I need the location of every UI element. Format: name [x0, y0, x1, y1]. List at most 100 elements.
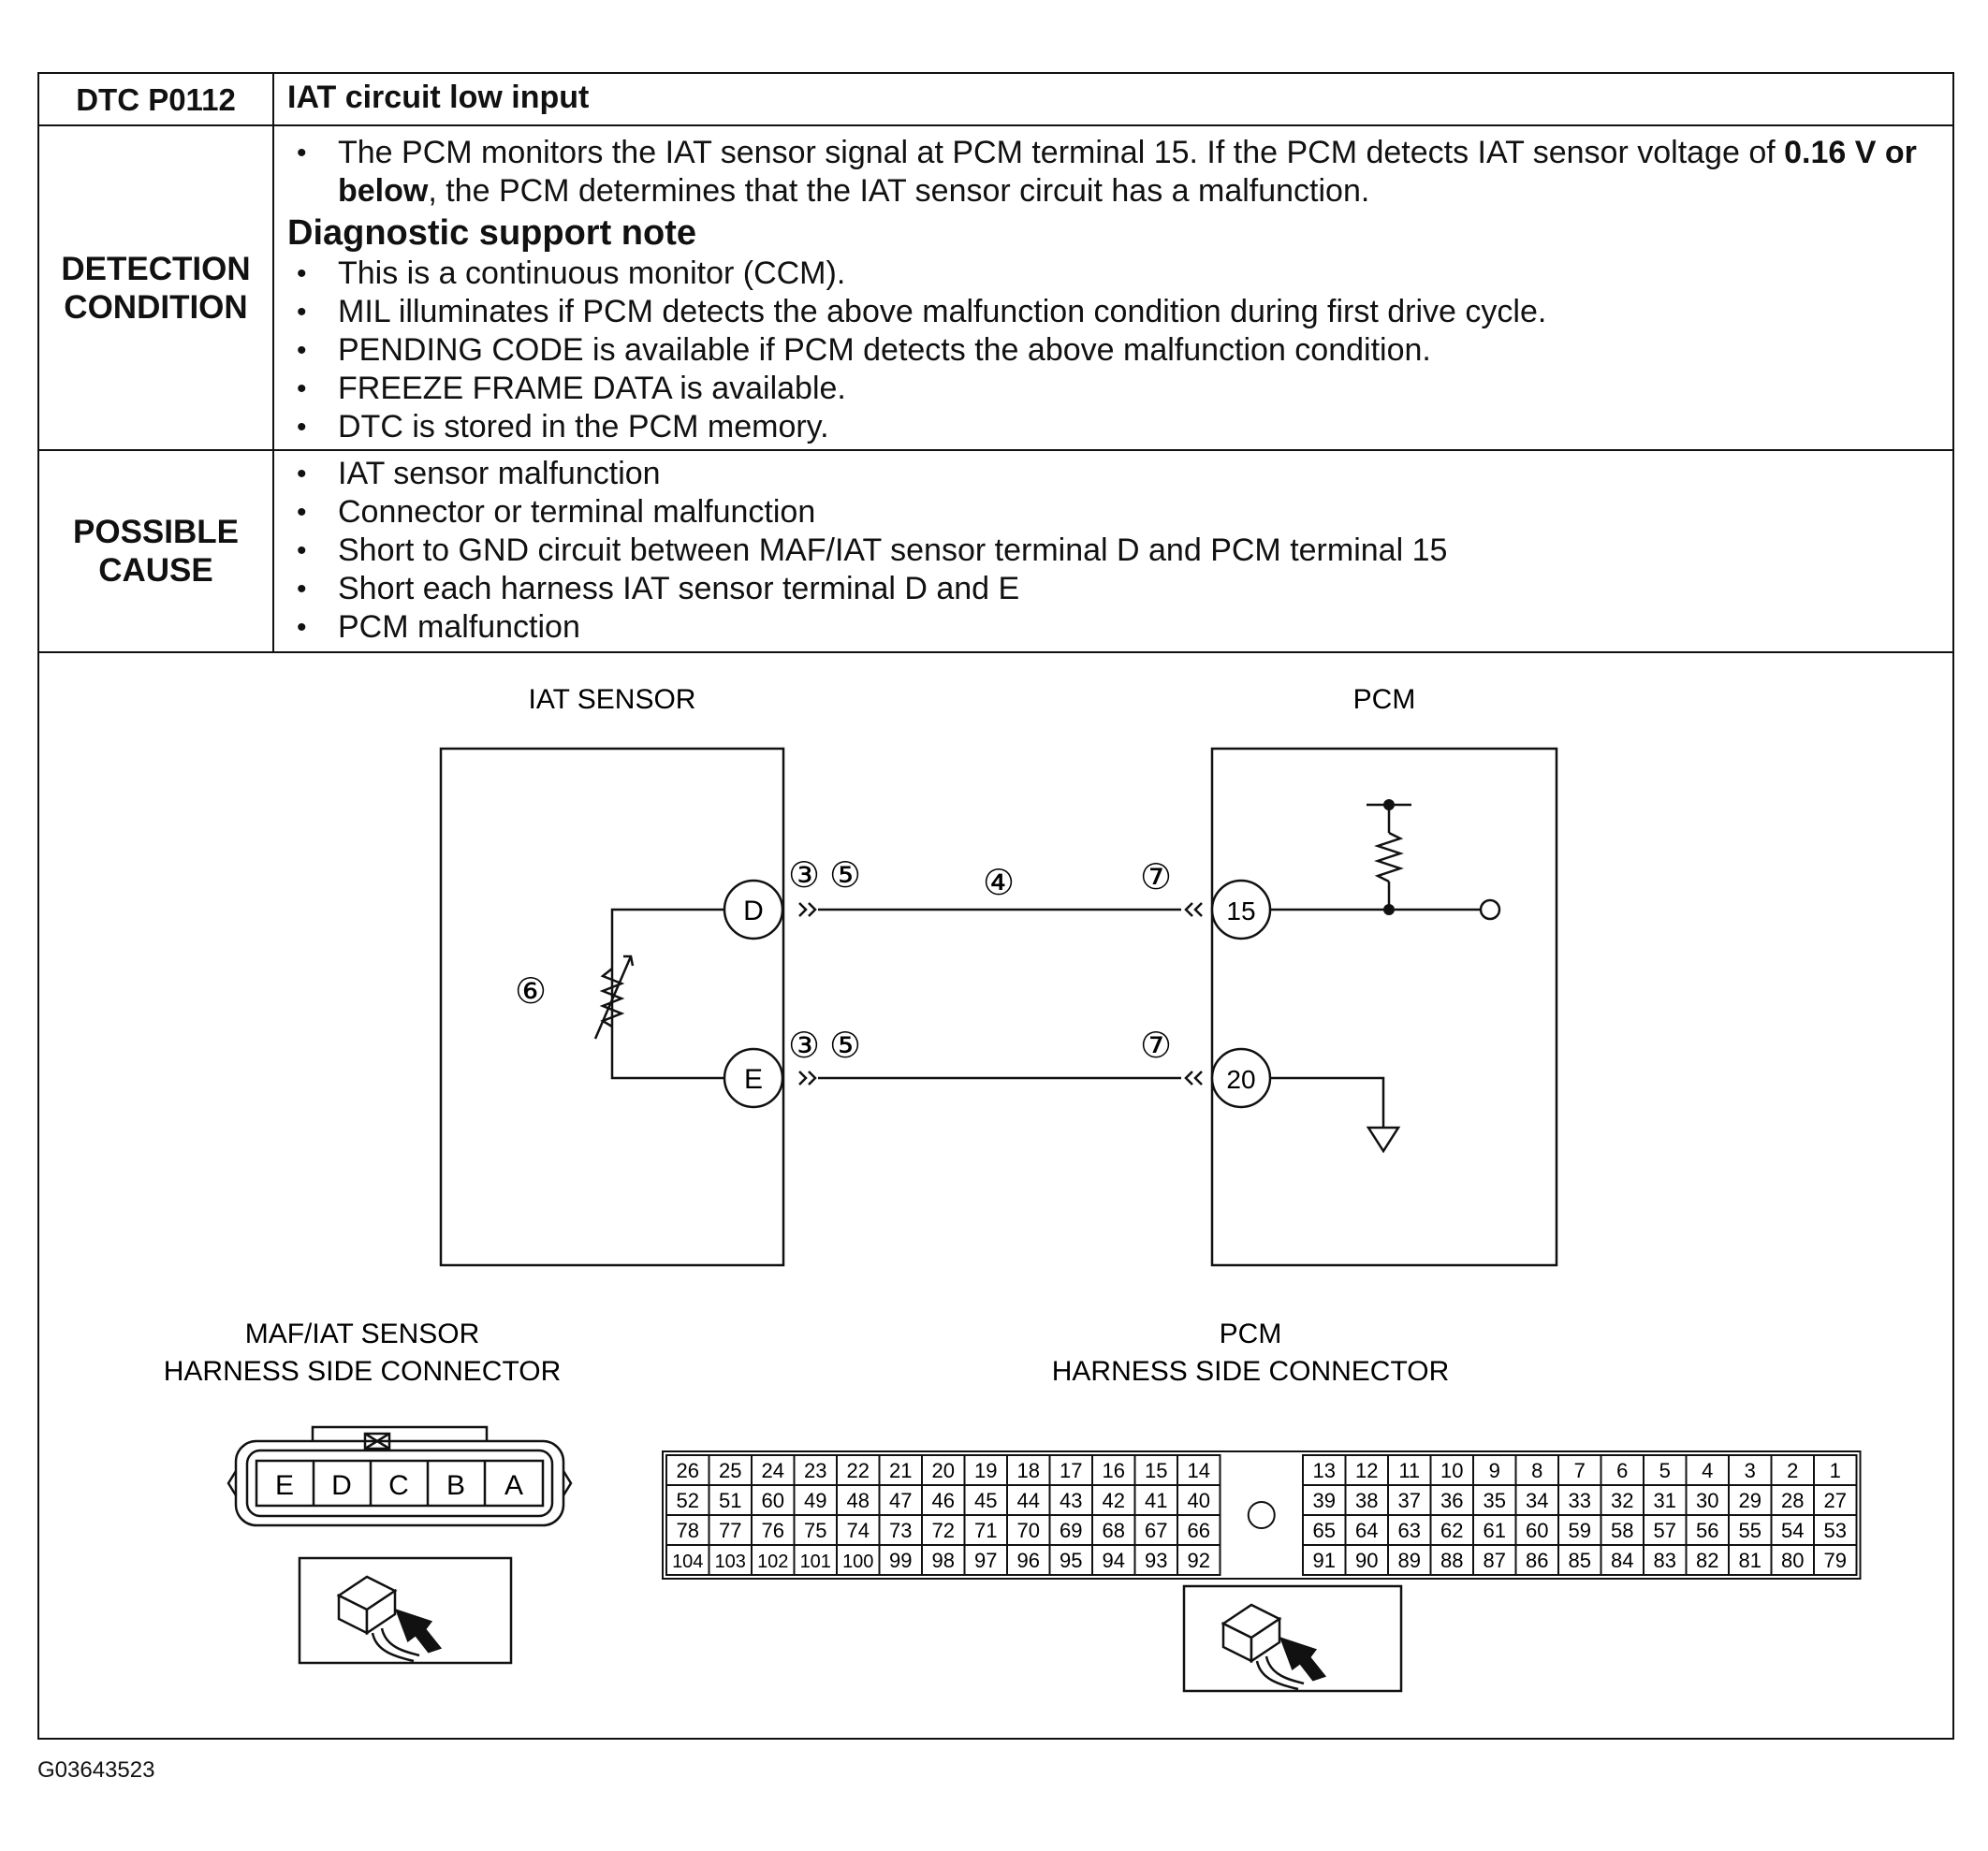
pcm-pin-label: 70 — [1017, 1519, 1040, 1542]
detection-label-line2: CONDITION — [64, 288, 248, 326]
header-row: DTC P0112 IAT circuit low input — [39, 74, 1952, 126]
pcm-pin-cell — [878, 1544, 923, 1576]
pcm-pin-label: 53 — [1824, 1519, 1847, 1542]
pcm-connector-outline — [662, 1450, 1862, 1580]
pcm-pin-label: 74 — [847, 1519, 870, 1542]
pcm-pin-cell — [963, 1454, 1008, 1486]
pcm-pin-cell — [1048, 1484, 1093, 1516]
pcm-pin-cell — [1643, 1544, 1688, 1576]
pcm-pin-label: 31 — [1654, 1489, 1676, 1512]
pcm-pin-cell — [1472, 1514, 1517, 1546]
pcm-pin-cell — [1685, 1484, 1730, 1516]
pcm-pin-label: 92 — [1188, 1549, 1210, 1572]
terminal-d-circle — [723, 879, 784, 940]
pcm-pin-label: 18 — [1017, 1459, 1040, 1482]
sensor-internal-wire — [610, 908, 753, 1080]
pcm-pin-label: 14 — [1188, 1459, 1210, 1482]
pcm-pin-cell — [878, 1484, 923, 1516]
mark-5-d: ⑤ — [829, 856, 861, 896]
pcm-pin-label: 81 — [1739, 1549, 1761, 1572]
pcm-pin-label: 55 — [1739, 1519, 1761, 1542]
pcm-pin-label: 52 — [677, 1489, 699, 1512]
connector-view-icon — [298, 1556, 513, 1665]
note-item: FREEZE FRAME DATA is available. — [297, 370, 1939, 408]
pcm-pin-label: 19 — [974, 1459, 997, 1482]
possible-cause-row: POSSIBLE CAUSE IAT sensor malfunction Co… — [39, 451, 1952, 653]
pcm-pin-cell — [1685, 1454, 1730, 1486]
pcm-pin-cell — [1177, 1454, 1221, 1486]
pcm-pin-label: 75 — [804, 1519, 826, 1542]
pcm-pin-cell — [1514, 1544, 1559, 1576]
mark-4: ④ — [983, 864, 1015, 903]
connector-chevron-icon — [798, 902, 808, 917]
pcm-pin-cell — [1133, 1454, 1178, 1486]
pcm-pin-cell — [1091, 1514, 1136, 1546]
pcm-pin-cell — [1429, 1484, 1474, 1516]
dtc-code: DTC P0112 — [39, 74, 274, 124]
pcm-pin-cell — [1600, 1544, 1644, 1576]
pcm-pin-label: 104 — [672, 1552, 703, 1572]
detection-threshold: 0.16 V or below — [338, 135, 1917, 209]
pcm-pin-label: 5 — [1659, 1459, 1671, 1482]
pcm-pin-label: 97 — [974, 1549, 997, 1572]
thermistor-icon — [593, 955, 635, 1040]
pcm-pin-cell — [1728, 1544, 1773, 1576]
pcm-pin-label: 47 — [889, 1489, 912, 1512]
pcm-pin-label: 86 — [1526, 1549, 1548, 1572]
pcm-pin-cell — [836, 1514, 881, 1546]
pcm-pin-label: 78 — [677, 1519, 699, 1542]
pcm-pin-cell — [963, 1484, 1008, 1516]
pcm-pin-label: 45 — [974, 1489, 997, 1512]
pcm-pin-label: 61 — [1484, 1519, 1506, 1542]
pcm-connector-caption-1: PCM — [1220, 1319, 1282, 1349]
pcm-pin-label: 10 — [1440, 1459, 1463, 1482]
pcm-pin-label: 90 — [1355, 1549, 1378, 1572]
pcm-pin-label: 17 — [1060, 1459, 1082, 1482]
pcm-pin-cell — [1643, 1484, 1688, 1516]
pcm-pin-label: 38 — [1355, 1489, 1378, 1512]
pull-up-resistor-icon — [1374, 831, 1404, 883]
pcm-pin-label: 60 — [1526, 1519, 1548, 1542]
pcm-pin-label: 62 — [1440, 1519, 1463, 1542]
pcm-pin-label: 69 — [1060, 1519, 1082, 1542]
cause-item: PCM malfunction — [297, 608, 1939, 647]
pcm-pin-label: 84 — [1611, 1549, 1633, 1572]
pcm-pin-label: 85 — [1569, 1549, 1591, 1572]
mark-5-e: ⑤ — [829, 1027, 861, 1066]
pcm-pin-cell — [921, 1514, 966, 1546]
pcm-pin-label: 82 — [1696, 1549, 1718, 1572]
connector-view-icon — [1182, 1584, 1403, 1693]
pcm-pin-label: 41 — [1145, 1489, 1167, 1512]
pcm-pin-cell — [1344, 1484, 1389, 1516]
maf-pin: C — [388, 1470, 409, 1501]
mark-3-d: ③ — [788, 856, 820, 896]
pcm-pin-label: 67 — [1145, 1519, 1167, 1542]
pcm-pin-label: 33 — [1569, 1489, 1591, 1512]
pcm-pin-label: 94 — [1103, 1549, 1125, 1572]
pcm-pin-label: 2 — [1787, 1459, 1798, 1482]
pcm-pin-cell — [921, 1544, 966, 1576]
junction-dot — [1383, 904, 1395, 915]
pcm-pin-label: 36 — [1440, 1489, 1463, 1512]
pcm-pin-label: 22 — [847, 1459, 870, 1482]
detection-content: The PCM monitors the IAT sensor signal a… — [274, 126, 1952, 449]
cause-item: Connector or terminal malfunction — [297, 493, 1939, 532]
pcm-pin-label: 71 — [974, 1519, 997, 1542]
note-item: PENDING CODE is available if PCM detects… — [297, 331, 1939, 370]
detection-intro-text-a: The PCM monitors the IAT sensor signal a… — [338, 135, 1785, 170]
mark-3-e: ③ — [788, 1027, 820, 1066]
pcm-pin-label: 21 — [889, 1459, 912, 1482]
mark-6: ⑥ — [515, 972, 547, 1012]
pcm-pin-cell — [1177, 1544, 1221, 1576]
pcm-pin-label: 65 — [1313, 1519, 1336, 1542]
cause-item: Short each harness IAT sensor terminal D… — [297, 570, 1939, 608]
diagnostic-note-title: Diagnostic support note — [287, 213, 696, 253]
pcm-pin-label: 35 — [1484, 1489, 1506, 1512]
pcm-pin-label: 34 — [1526, 1489, 1548, 1512]
maf-pin: E — [275, 1470, 294, 1501]
pcm-pin-cell — [708, 1544, 753, 1576]
pcm-pin-label: 58 — [1611, 1519, 1633, 1542]
pcm-pin-label: 7 — [1574, 1459, 1586, 1482]
pcm-pin-cell — [1133, 1544, 1178, 1576]
pcm-pin-cell — [1685, 1514, 1730, 1546]
